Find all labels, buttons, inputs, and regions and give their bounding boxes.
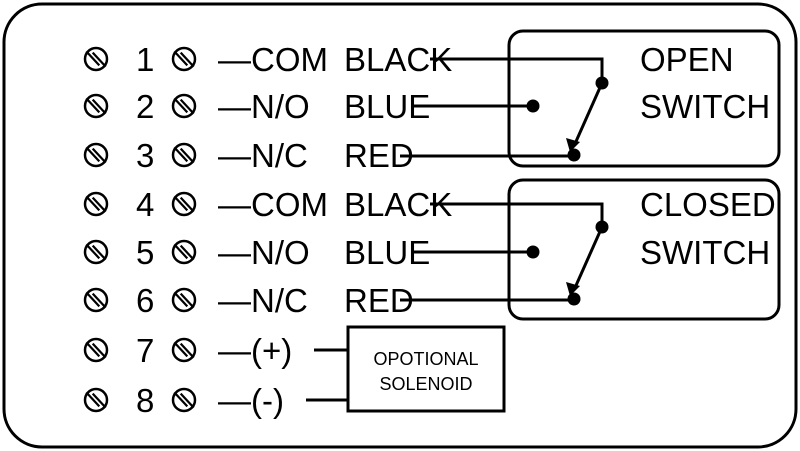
open-switch-lever xyxy=(572,82,604,147)
closed-nc-contact xyxy=(567,292,581,306)
terminal-number: 5 xyxy=(136,234,154,271)
terminal-number: 6 xyxy=(136,282,154,319)
open-no-contact xyxy=(526,99,540,113)
terminal-number: 4 xyxy=(136,186,154,223)
left-screw-icon xyxy=(83,337,109,363)
right-screw-icon xyxy=(171,142,197,168)
right-screw-icon xyxy=(171,287,197,313)
terminal-function: —N/O xyxy=(218,88,310,125)
solenoid-title: OPOTIONAL xyxy=(373,349,478,369)
closed-wire-black xyxy=(430,202,604,226)
solenoid-box xyxy=(346,325,506,413)
right-screw-icon xyxy=(171,387,197,413)
left-screw-icon xyxy=(83,287,109,313)
left-screw-icon xyxy=(83,191,109,217)
terminal-row: 8 —(-) xyxy=(83,382,284,419)
terminal-number: 7 xyxy=(136,332,154,369)
closed-switch-box xyxy=(507,178,781,321)
open-wire-black xyxy=(430,57,604,82)
solenoid-subtitle: SOLENOID xyxy=(379,374,472,394)
closed-no-contact xyxy=(526,245,540,259)
terminal-number: 2 xyxy=(136,88,154,125)
open-nc-contact xyxy=(567,148,581,162)
terminal-function: —N/C xyxy=(218,137,308,174)
right-screw-icon xyxy=(171,93,197,119)
closed-switch-arrowhead xyxy=(566,282,580,296)
right-screw-icon xyxy=(171,191,197,217)
open-switch-arrowhead xyxy=(566,138,580,152)
terminal-number: 1 xyxy=(136,41,154,78)
left-screw-icon xyxy=(83,93,109,119)
terminal-function: —N/O xyxy=(218,234,310,271)
terminal-number: 3 xyxy=(136,137,154,174)
terminal-function: —(+) xyxy=(218,332,292,369)
open-switch-title: OPEN xyxy=(640,41,734,78)
right-screw-icon xyxy=(171,46,197,72)
closed-switch-group: CLOSED SWITCH xyxy=(400,178,781,321)
terminal-function: —COM xyxy=(218,186,328,223)
open-switch-subtitle: SWITCH xyxy=(640,88,770,125)
right-screw-icon xyxy=(171,337,197,363)
terminal-number: 8 xyxy=(136,382,154,419)
left-screw-icon xyxy=(83,46,109,72)
terminal-function: —COM xyxy=(218,41,328,78)
open-switch-box xyxy=(507,29,781,168)
closed-switch-subtitle: SWITCH xyxy=(640,234,770,271)
right-screw-icon xyxy=(171,239,197,265)
closed-switch-lever xyxy=(572,226,604,291)
terminal-function: —N/C xyxy=(218,282,308,319)
solenoid-group: OPOTIONAL SOLENOID xyxy=(306,325,506,413)
terminal-function: —(-) xyxy=(218,382,284,419)
left-screw-icon xyxy=(83,387,109,413)
closed-switch-title: CLOSED xyxy=(640,186,776,223)
open-switch-group: OPEN SWITCH xyxy=(400,29,781,168)
left-screw-icon xyxy=(83,239,109,265)
left-screw-icon xyxy=(83,142,109,168)
terminal-row: 7 —(+) xyxy=(83,332,292,369)
